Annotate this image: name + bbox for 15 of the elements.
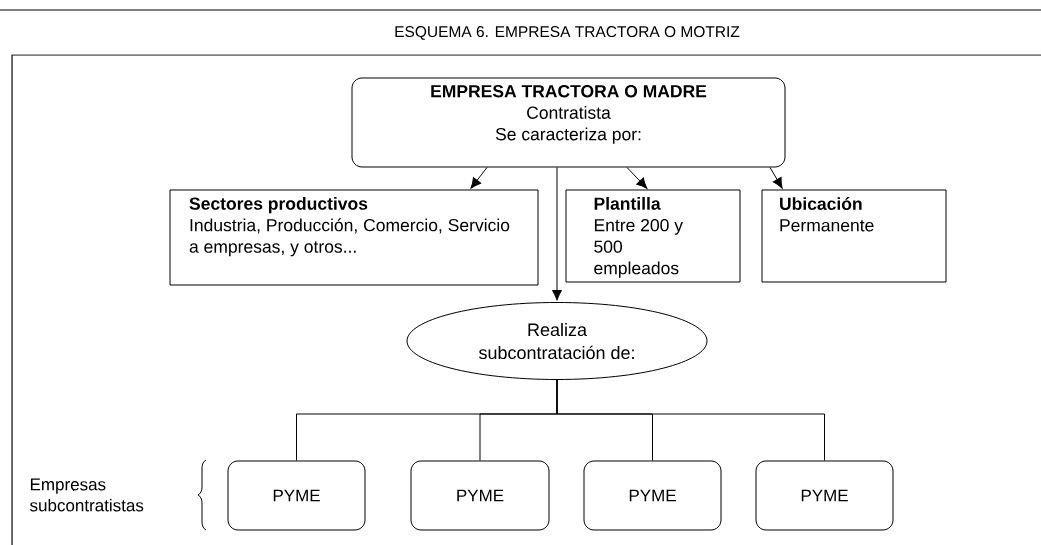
arrow (769, 167, 783, 189)
arrow (626, 167, 648, 189)
pyme-box: PYME (410, 460, 550, 531)
side-label: Empresas subcontratistas (30, 478, 144, 512)
arrow (470, 167, 488, 189)
title: ESQUEMA 6. EMPRESA TRACTORA O MOTRIZ (395, 26, 740, 40)
company-box: EMPRESA TRACTORA O MADRE Contratista Se caracteriza por: (351, 77, 786, 168)
info-box: Sectores productivos Industria, Producción, Comercio, Servicio a empresas, y otros... (169, 189, 539, 286)
pyme-box: PYME (227, 460, 366, 531)
info-box: Plantilla Entre 200 y 500 empleados (565, 189, 741, 283)
info-box: Ubicación Permanente (761, 189, 947, 283)
pyme-box: PYME (755, 460, 894, 531)
arrow (552, 167, 563, 301)
pyme-box: PYME (583, 460, 722, 531)
connector-line (556, 379, 825, 461)
